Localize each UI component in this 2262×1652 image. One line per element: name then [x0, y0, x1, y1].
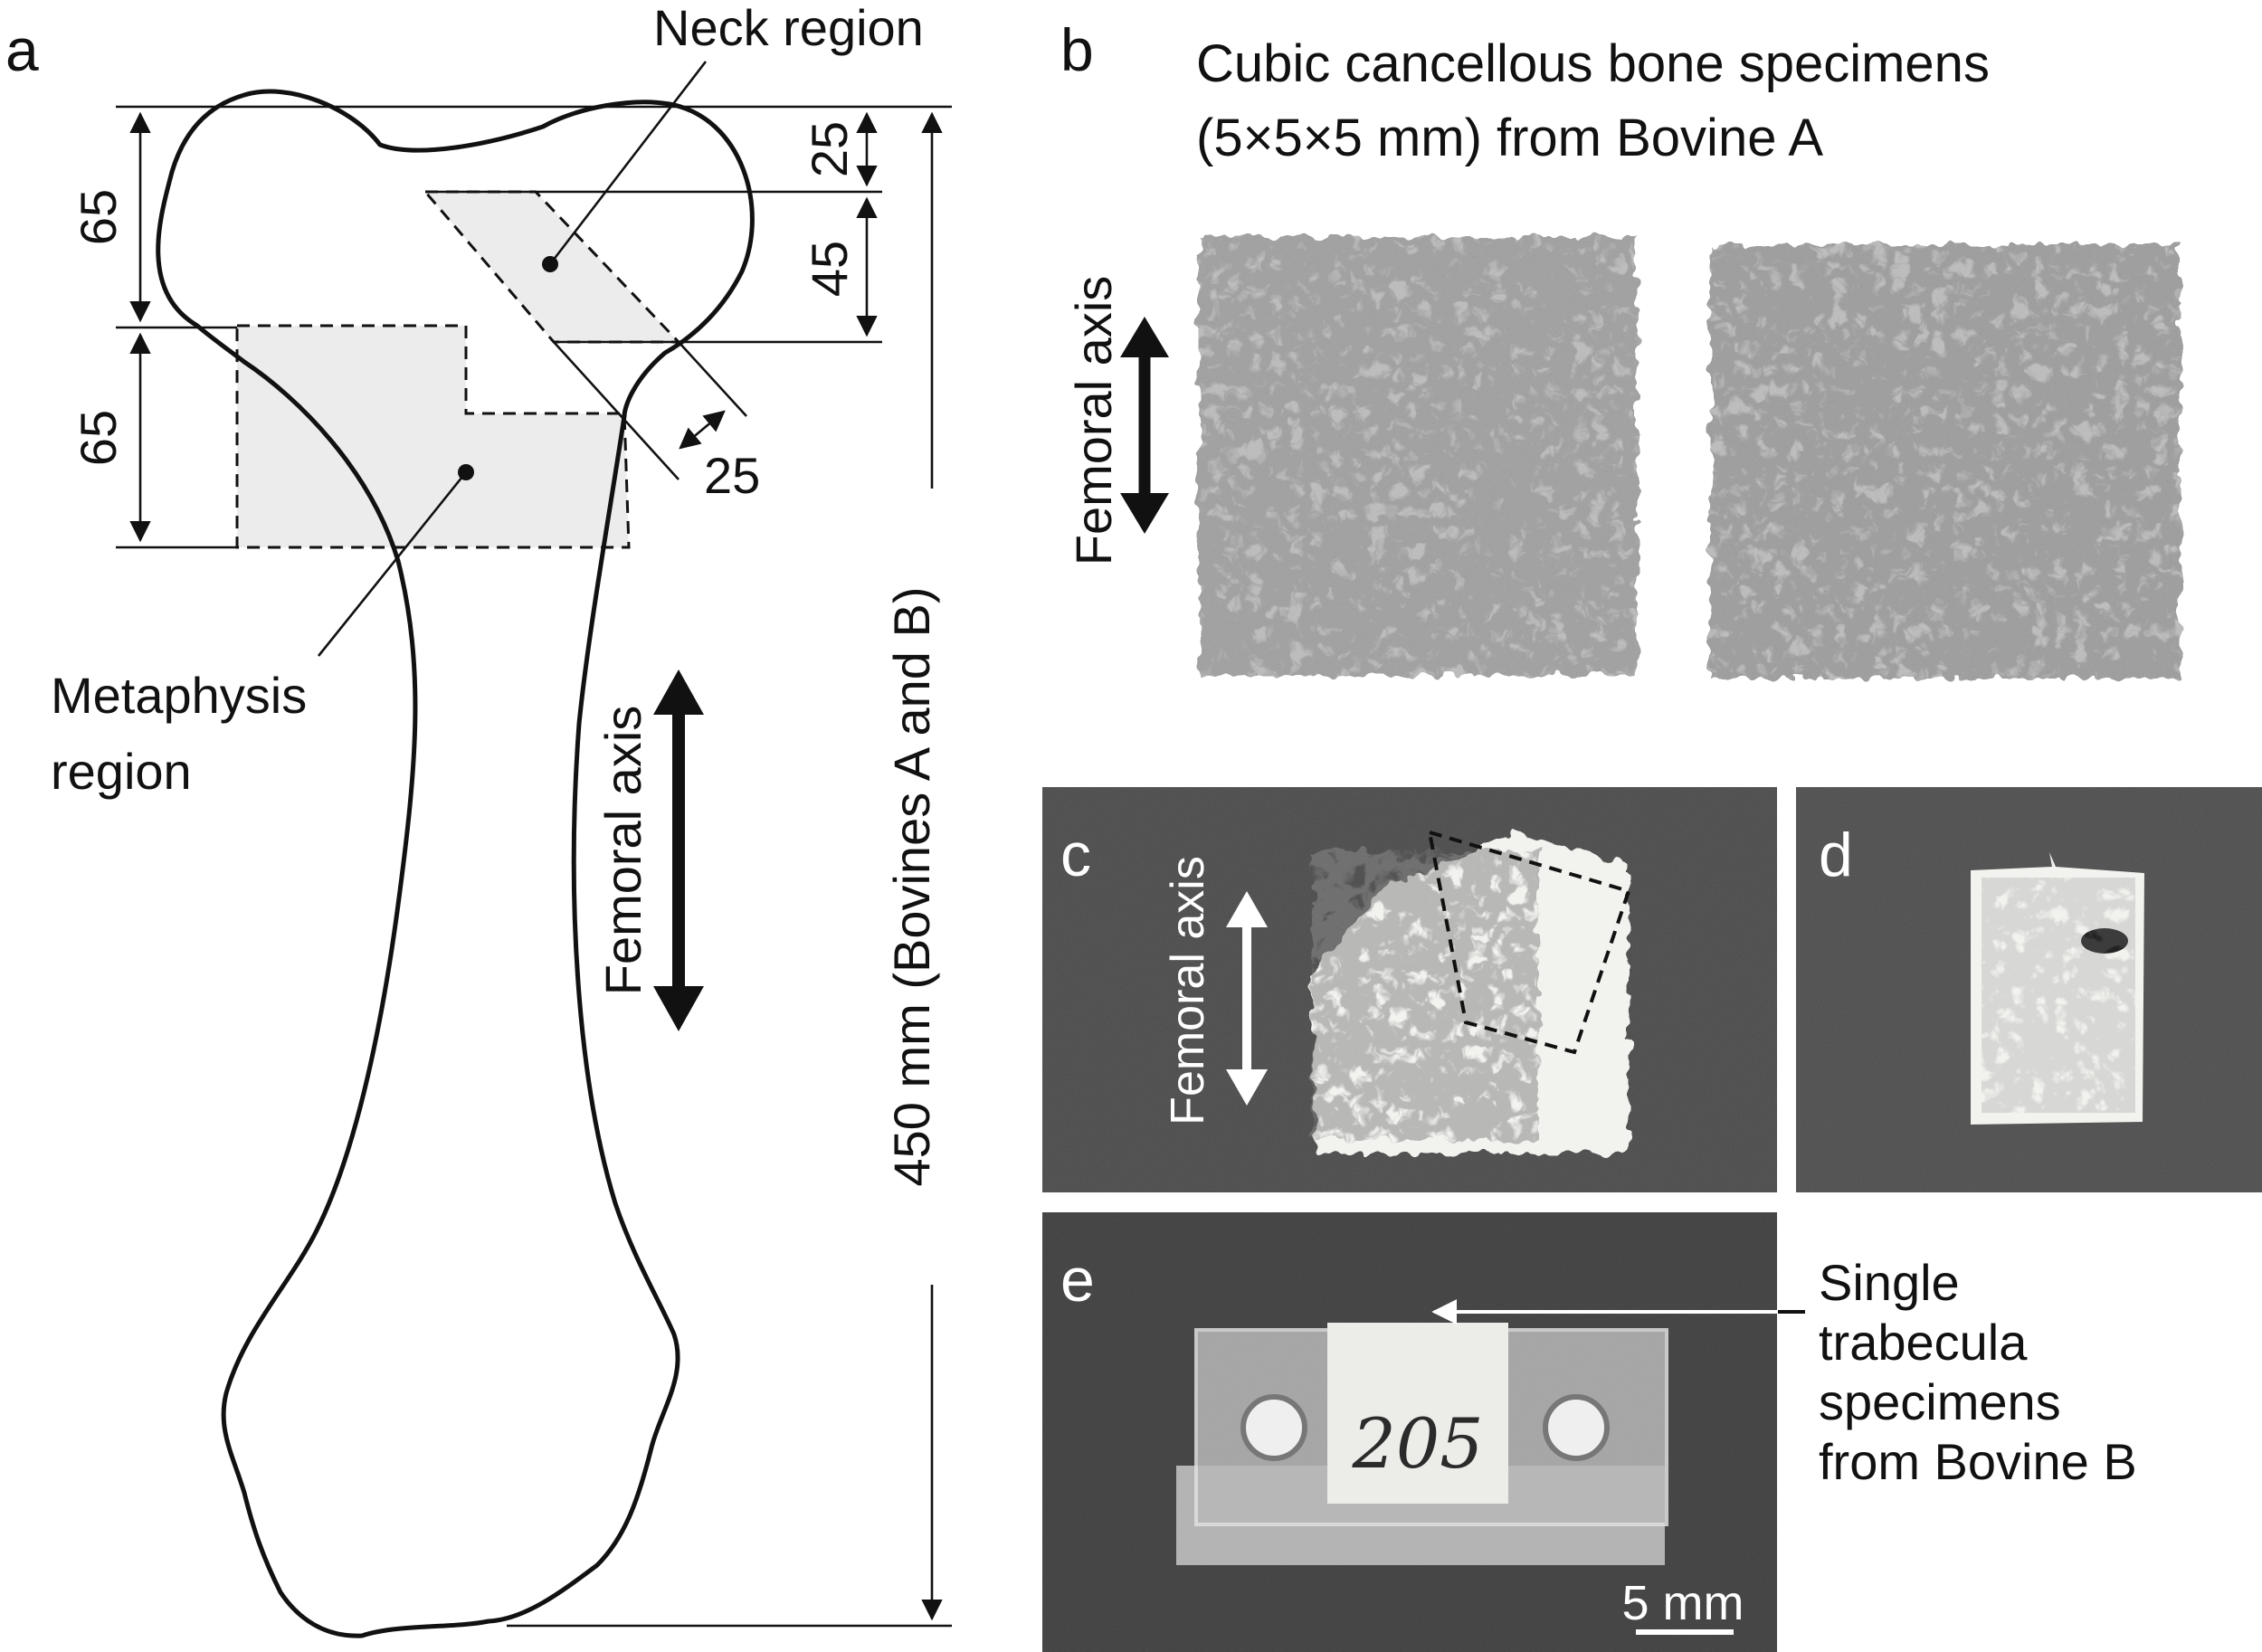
bone-block-d	[1971, 852, 2144, 1125]
holder-hole-left	[1240, 1394, 1307, 1461]
panel-d-letter: d	[1819, 821, 1853, 889]
panel-e-letter: e	[1060, 1246, 1095, 1315]
panel-b-caption-line2: (5×5×5 mm) from Bovine A	[1196, 109, 1823, 167]
femoral-axis-arrowhead-top	[653, 669, 704, 715]
dim-45-label: 45	[801, 241, 858, 297]
femoral-axis-c-top-head	[1226, 891, 1268, 927]
femoral-axis-arrowhead-bottom	[653, 986, 704, 1031]
panel-e-callout: Single trabecula specimens from Bovine B	[1819, 1254, 2137, 1490]
neck-width-ext-1	[553, 341, 680, 480]
holder-hole-right	[1543, 1394, 1610, 1461]
panel-a: a 65 65 25 45 25 450 mm (Bovines	[5, 0, 957, 1638]
cube-specimen-1	[1199, 237, 1638, 676]
dim-25-neck-label: 25	[704, 447, 760, 504]
metaphysis-dot	[458, 464, 474, 480]
specimen-marking: 205	[1351, 1403, 1483, 1484]
callout-line4: from Bovine B	[1819, 1433, 2137, 1490]
callout-line2: trabecula	[1819, 1314, 2028, 1371]
femoral-axis-c-bottom-head	[1226, 1069, 1268, 1106]
dim-65-lower-label: 65	[70, 410, 127, 466]
metaphysis-label-line2: region	[51, 743, 192, 800]
specimen-plate-e	[1327, 1323, 1508, 1504]
femoral-axis-label-c: Femoral axis	[1162, 856, 1214, 1125]
bone-block-c	[1310, 832, 1629, 1154]
femoral-axis-b-bottom-head	[1120, 493, 1169, 534]
panel-d: d	[1796, 787, 2262, 1192]
neck-region-dot	[542, 256, 558, 272]
femoral-axis-label-a: Femoral axis	[594, 706, 651, 996]
femur-outline	[156, 89, 755, 1638]
femoral-axis-b-top-head	[1120, 317, 1169, 357]
neck-region-label: Neck region	[653, 0, 924, 56]
scale-bar-label: 5 mm	[1622, 1576, 1744, 1630]
neck-region-leader	[548, 61, 708, 265]
dim-65-upper-label: 65	[70, 189, 127, 245]
cube-specimen-2	[1710, 244, 2181, 679]
dim-450-label: 450 mm (Bovines A and B)	[883, 586, 940, 1186]
callout-line1: Single	[1819, 1254, 1960, 1311]
femoral-axis-label-b: Femoral axis	[1065, 276, 1122, 566]
metaphysis-label-line1: Metaphysis	[51, 667, 307, 724]
panel-b-caption-line1: Cubic cancellous bone specimens	[1196, 34, 1990, 93]
dim-25-neck-arrow	[679, 410, 726, 450]
panel-a-letter: a	[5, 16, 39, 83]
dim-450-label-mask	[903, 489, 957, 1285]
panel-c: Femoral axis c	[1042, 787, 1777, 1192]
panel-b: b Cubic cancellous bone specimens (5×5×5…	[1060, 16, 2181, 679]
callout-line3: specimens	[1819, 1373, 2061, 1430]
metaphysis-leader	[317, 471, 468, 657]
neck-width-ext-2	[678, 341, 747, 417]
panel-b-letter: b	[1060, 16, 1094, 83]
cut-outline-c	[1427, 830, 1631, 1055]
panel-e: 205 e 5 mm	[1042, 1212, 1805, 1652]
panel-c-letter: c	[1060, 821, 1091, 889]
dim-25-top-label: 25	[801, 121, 858, 177]
